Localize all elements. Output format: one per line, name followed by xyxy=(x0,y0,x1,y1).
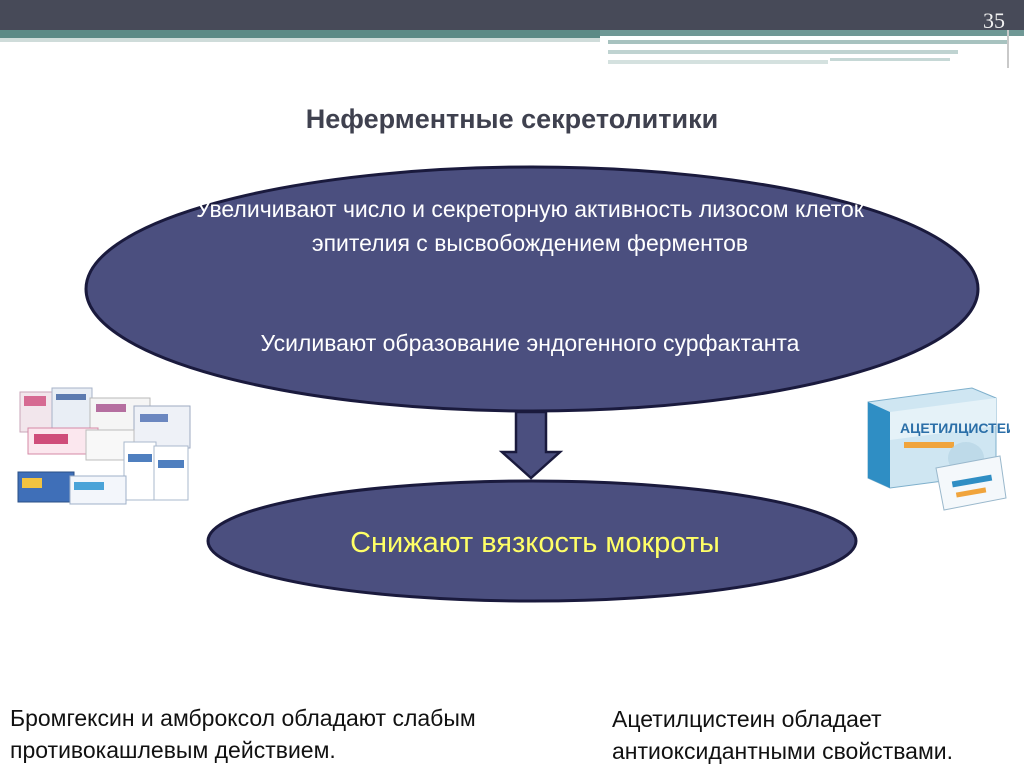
accent-stripe xyxy=(608,50,958,54)
accent-stripe xyxy=(608,60,828,64)
down-arrow xyxy=(498,410,564,480)
accent-stripe xyxy=(0,30,600,38)
accent-stripe xyxy=(600,30,1024,36)
note-left: Бромгексин и амброксол обладают слабым п… xyxy=(10,705,476,763)
top-banner xyxy=(0,0,1024,30)
acetylcysteine-package-image: АЦЕТИЛЦИСТЕИН xyxy=(860,386,1010,516)
package-logo-text: АЦЕТИЛЦИСТЕИН xyxy=(900,420,1010,436)
bottom-ellipse-text: Снижают вязкость мокроты xyxy=(350,527,720,559)
top-ellipse-text-2: Усиливают образование эндогенного сурфак… xyxy=(260,330,800,356)
accent-stripe xyxy=(0,38,600,42)
accent-stripe xyxy=(608,40,1008,44)
top-ellipse-text-1: Увеличивают число и секреторную активнос… xyxy=(196,196,864,256)
drug-packages-image xyxy=(12,384,200,510)
page-number: 35 xyxy=(983,8,1005,33)
slide-title: Неферментные секретолитики xyxy=(305,104,719,134)
corner-divider xyxy=(1007,30,1009,68)
note-right: Ацетилцистеин обладает антиоксидантными … xyxy=(612,706,954,764)
accent-stripe xyxy=(830,58,950,61)
bottom-ellipse xyxy=(206,479,858,603)
